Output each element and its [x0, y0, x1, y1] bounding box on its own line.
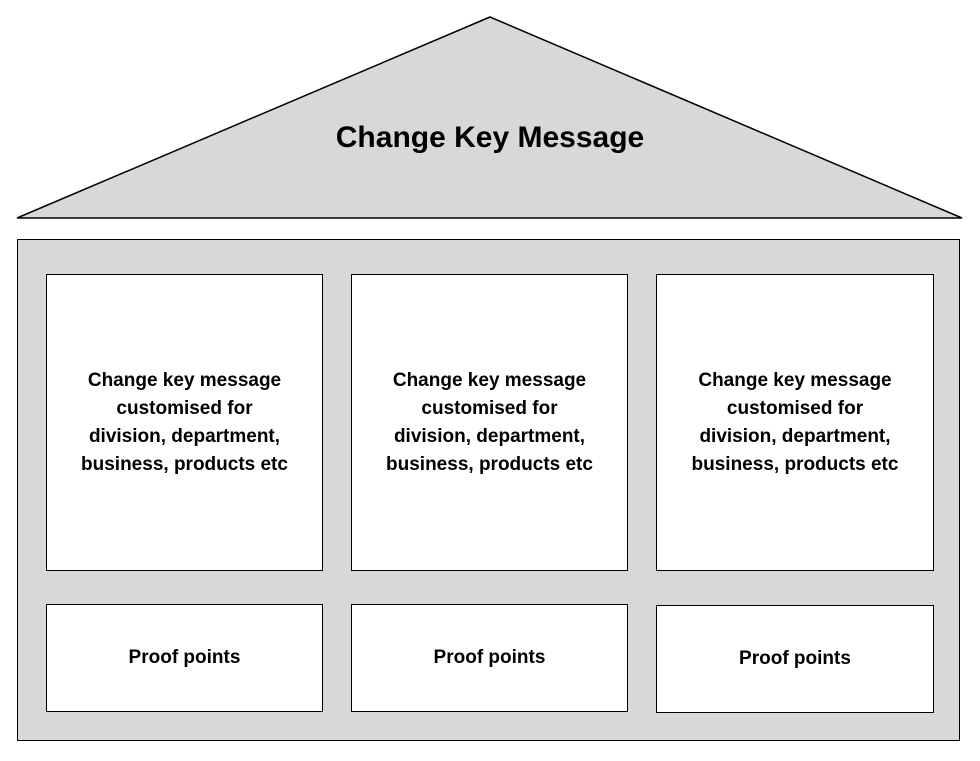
pillar-1-label: Change key message customised for divisi…	[81, 369, 288, 475]
roof-shape	[16, 16, 963, 219]
pillar-2-label: Change key message customised for divisi…	[386, 369, 593, 475]
proof-points-3: Proof points	[656, 605, 934, 713]
pillar-1: Change key message customised for divisi…	[46, 274, 323, 571]
roof-title: Change Key Message	[335, 121, 645, 154]
pillar-3-label: Change key message customised for divisi…	[691, 369, 899, 475]
roof-triangle	[16, 16, 963, 219]
proof-points-2: Proof points	[351, 604, 628, 712]
proof-points-1-label: Proof points	[128, 647, 241, 668]
pillar-3: Change key message customised for divisi…	[656, 274, 934, 571]
pillar-2: Change key message customised for divisi…	[351, 274, 628, 571]
proof-points-3-label: Proof points	[739, 648, 851, 669]
proof-points-1: Proof points	[46, 604, 323, 712]
proof-points-2-label: Proof points	[433, 647, 546, 668]
